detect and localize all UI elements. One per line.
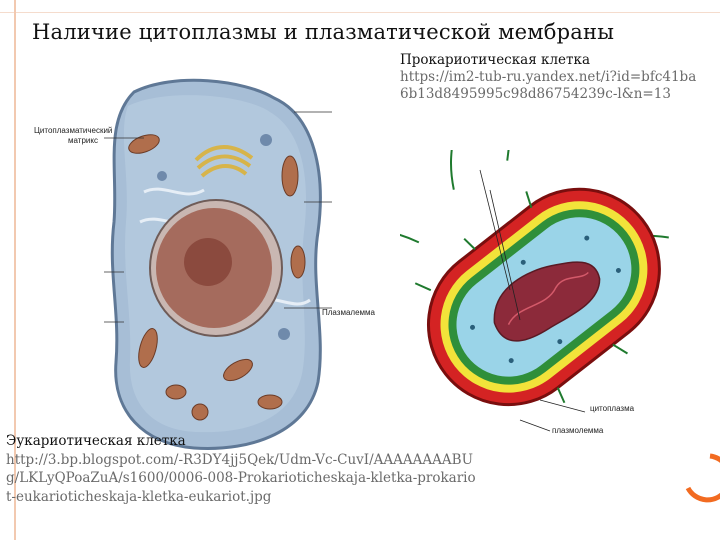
eukaryote-caption-block: Эукариотическая клетка http://3.bp.blogs… — [6, 432, 476, 506]
eukaryote-label-matrix-line2: матрикс — [68, 136, 98, 145]
eukaryote-label-matrix: Цитоплазматический матрикс — [34, 126, 112, 146]
eukaryote-caption: Эукариотическая клетка — [6, 433, 186, 449]
decorative-arc-icon — [685, 453, 720, 503]
prokaryote-label-cytoplasm: цитоплазма — [590, 404, 635, 413]
eukaryote-label-plasmalemma: Плазмалемма — [322, 308, 375, 317]
eukaryote-source-link[interactable]: http://3.bp.blogspot.com/-R3DY4jj5Qek/Ud… — [6, 451, 476, 505]
eukaryotic-cell-illustration — [104, 78, 332, 450]
prokaryotic-cell-illustration — [400, 150, 669, 432]
prokaryote-caption-block: Прокариотическая клетка https://im2-tub-… — [400, 52, 700, 103]
slide-frame-left — [14, 0, 16, 540]
prokaryote-label-plasmalemma: плазмолемма — [552, 426, 604, 435]
slide-title: Наличие цитоплазмы и плазматической мемб… — [32, 20, 615, 44]
prokaryote-caption: Прокариотическая клетка — [400, 52, 590, 68]
prokaryote-source-link[interactable]: https://im2-tub-ru.yandex.net/i?id=bfc41… — [400, 69, 697, 102]
slide-frame-top — [0, 12, 720, 13]
eukaryote-label-matrix-line1: Цитоплазматический — [34, 126, 113, 135]
